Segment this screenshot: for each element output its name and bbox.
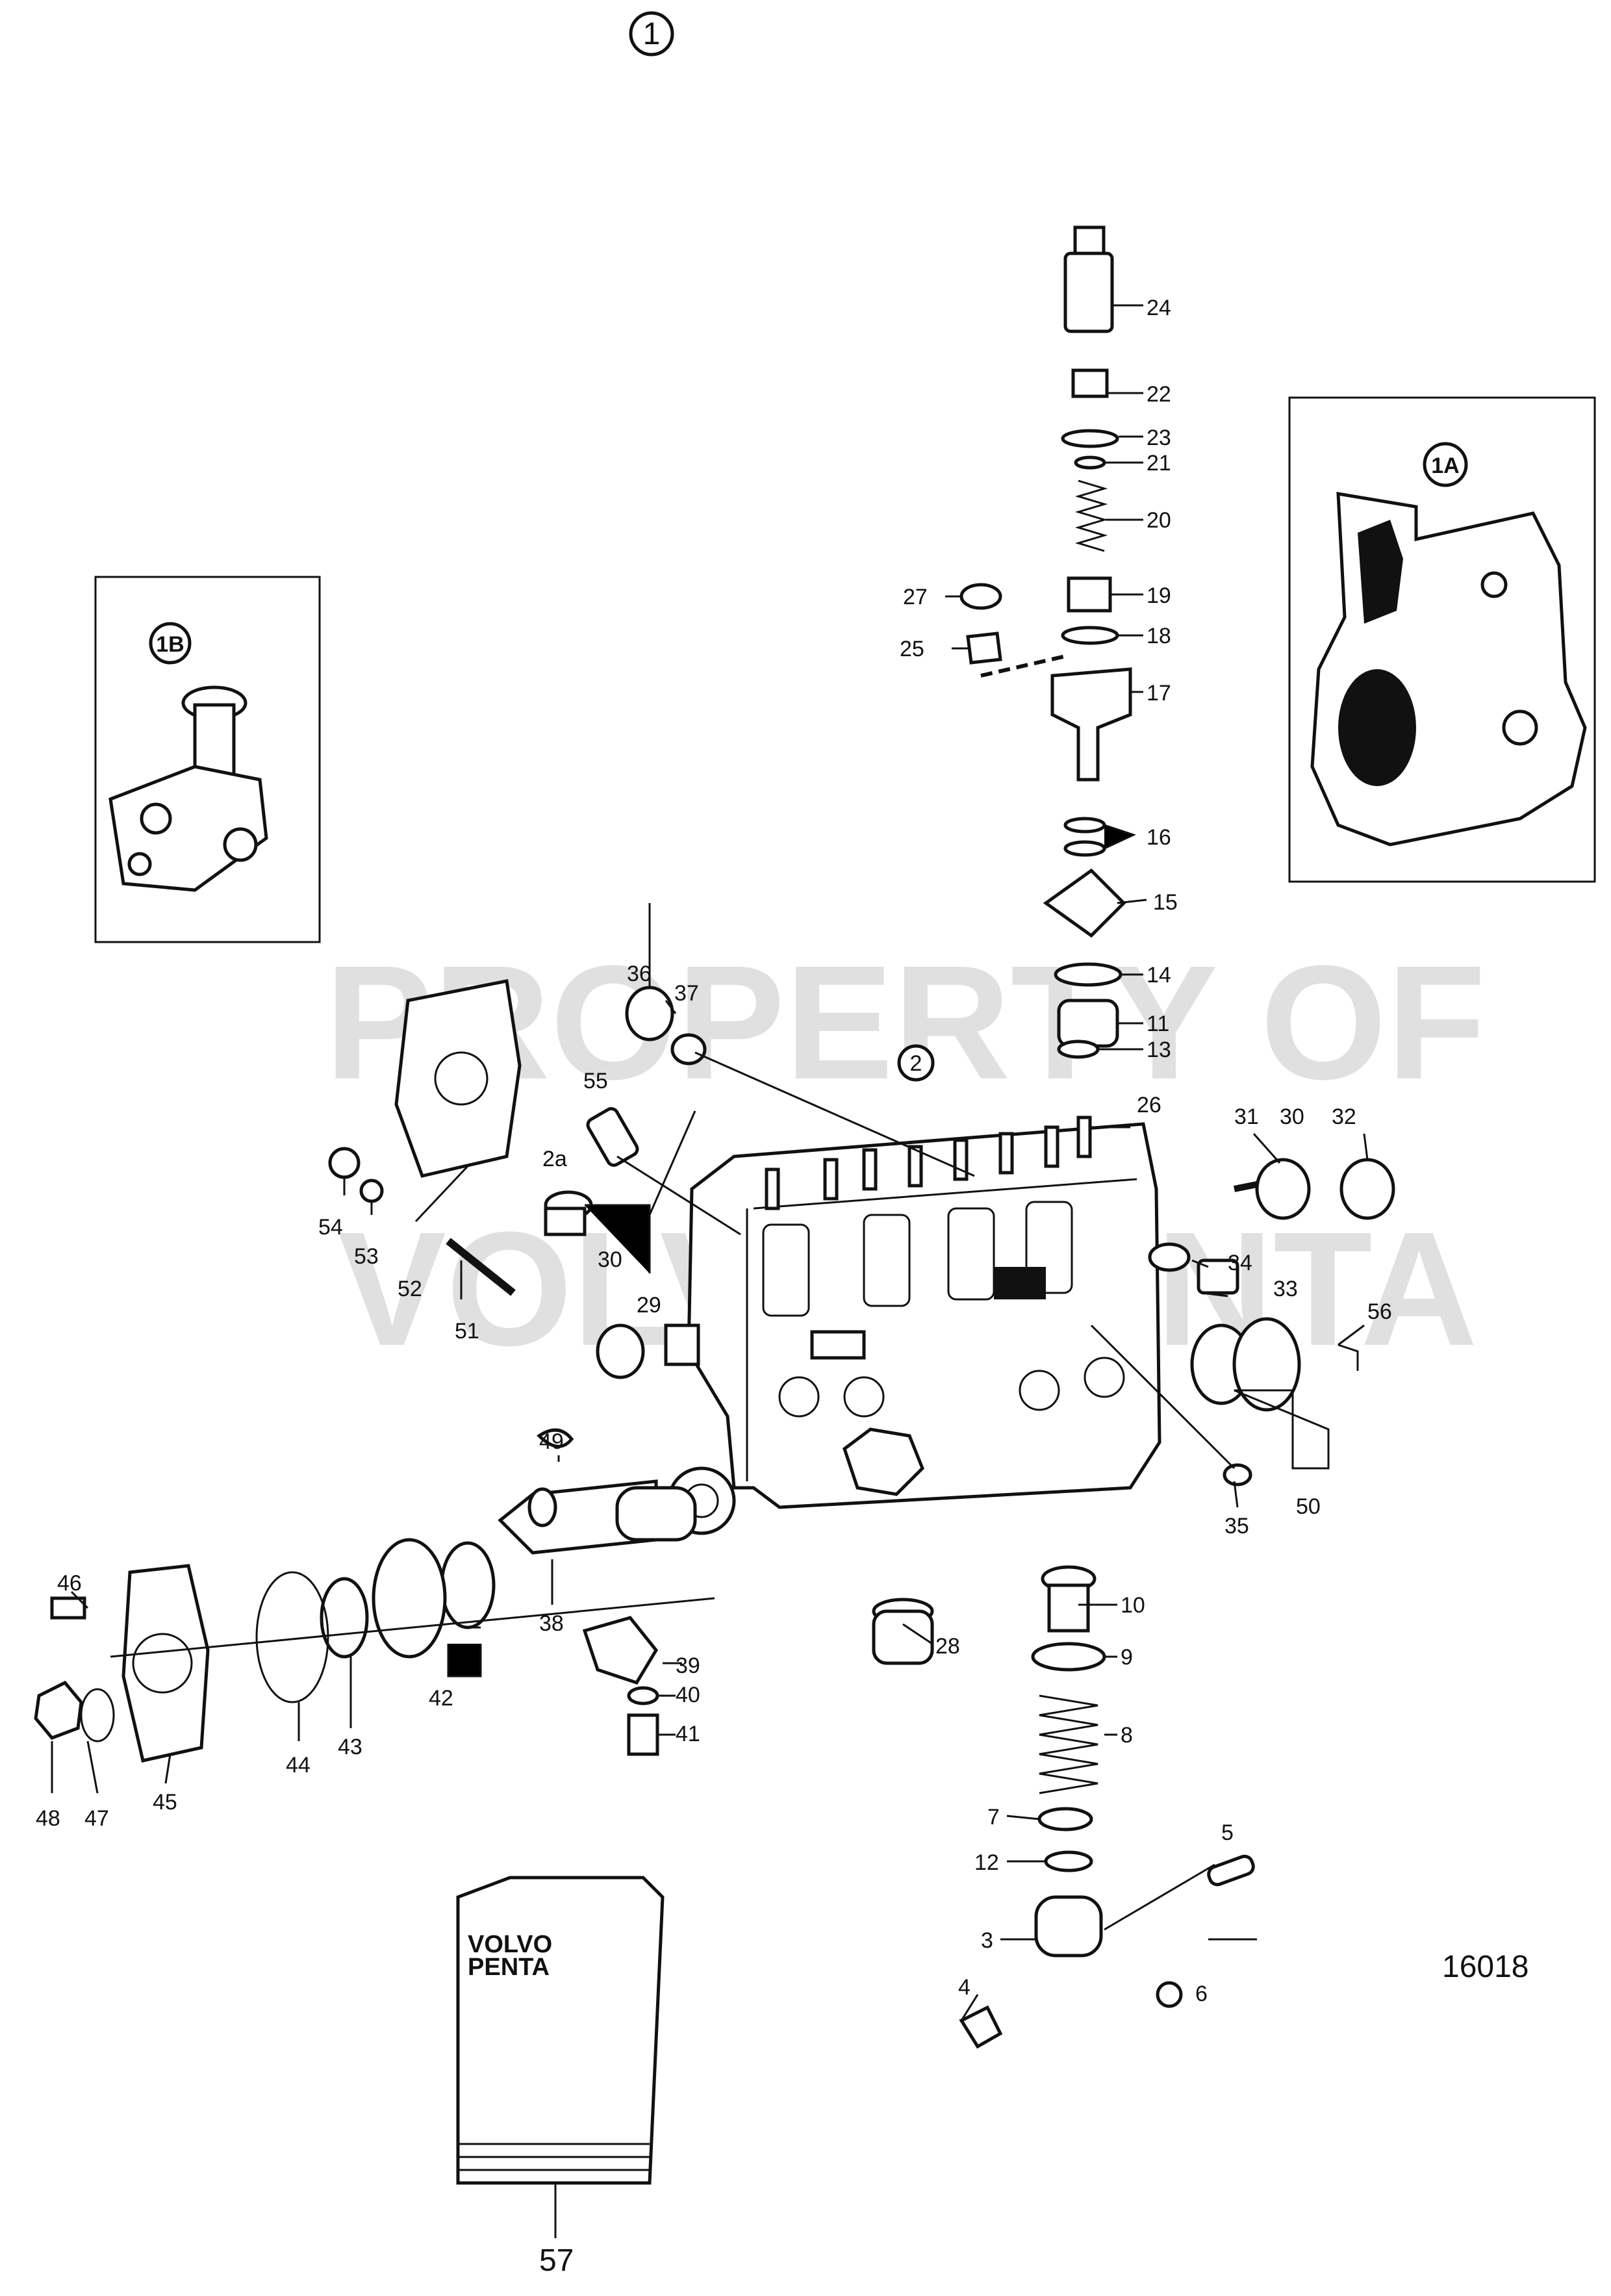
leader-lines	[51, 304, 1369, 2021]
governor-housing-icon	[1310, 492, 1587, 847]
label-3: 3	[981, 1928, 993, 1953]
label-2a: 2a	[542, 1147, 567, 1171]
inset-1a: 1A	[1288, 396, 1596, 883]
label-46: 46	[57, 1571, 82, 1596]
label-5: 5	[1221, 1820, 1234, 1845]
left-side-parts	[328, 903, 707, 1379]
label-41: 41	[676, 1722, 700, 1746]
camshaft-assembly	[34, 1428, 715, 1763]
label-38: 38	[539, 1611, 564, 1636]
locking-plate-25	[959, 583, 1066, 678]
manual-cover-line1: VOLVO	[468, 1931, 552, 1958]
label-13: 13	[1147, 1038, 1171, 1062]
label-51: 51	[455, 1319, 479, 1344]
instruction-book-57: VOLVO PENTA	[456, 1876, 665, 2238]
label-4: 4	[958, 1975, 970, 2000]
label-44: 44	[286, 1753, 311, 1778]
label-43: 43	[338, 1735, 362, 1759]
label-35: 35	[1224, 1514, 1249, 1538]
label-11: 11	[1147, 1012, 1169, 1036]
label-42: 42	[429, 1686, 453, 1711]
label-45: 45	[153, 1790, 177, 1815]
right-side-parts	[1148, 1158, 1395, 1486]
label-31: 31	[1234, 1104, 1259, 1129]
label-36: 36	[627, 962, 652, 986]
manual-cover-line2: PENTA	[468, 1954, 550, 1981]
delivery-valve-assembly	[1043, 225, 1132, 1059]
label-10: 10	[1121, 1593, 1145, 1618]
label-25: 25	[900, 637, 924, 661]
label-24: 24	[1147, 296, 1171, 320]
label-34: 34	[1228, 1251, 1252, 1275]
inset-1b: 1B	[94, 576, 321, 943]
label-49: 49	[539, 1429, 564, 1454]
label-17: 17	[1147, 681, 1171, 706]
inset-1a-label: 1A	[1431, 453, 1459, 478]
label-28: 28	[935, 1634, 960, 1659]
label-39: 39	[676, 1653, 700, 1678]
label-54: 54	[318, 1215, 343, 1240]
label-55: 55	[583, 1069, 608, 1093]
label-16: 16	[1147, 825, 1171, 850]
label-52: 52	[398, 1277, 422, 1301]
label-57: 57	[539, 2243, 574, 2278]
label-19: 19	[1147, 583, 1171, 608]
label-15: 15	[1153, 890, 1178, 915]
roller-tappet-assembly	[872, 1565, 1255, 2049]
label-2: 2	[910, 1051, 922, 1076]
label-26: 26	[1137, 1093, 1161, 1117]
label-21: 21	[1147, 451, 1171, 476]
label-20: 20	[1147, 508, 1171, 533]
group-number: 1	[643, 17, 661, 51]
inset-1b-label: 1B	[156, 632, 184, 657]
label-37: 37	[674, 981, 699, 1006]
label-48: 48	[36, 1806, 60, 1831]
label-6: 6	[1195, 1982, 1208, 2006]
label-18: 18	[1147, 624, 1171, 648]
label-40: 40	[676, 1683, 700, 1707]
label-29: 29	[637, 1293, 661, 1318]
label-12: 12	[974, 1850, 999, 1875]
injection-pump-housing	[667, 1122, 1161, 1535]
label-33: 33	[1273, 1277, 1298, 1301]
label-30-left: 30	[598, 1247, 622, 1272]
label-30-right: 30	[1280, 1104, 1304, 1129]
part-labels: 24 22 23 21 20 19 18 17 16 15 14 11 13 2…	[36, 296, 1392, 2278]
label-27: 27	[903, 585, 928, 609]
group-number-badge: 1	[629, 11, 674, 57]
label-8: 8	[1121, 1723, 1133, 1748]
hand-primer-pump-icon	[108, 685, 268, 892]
label-7: 7	[987, 1805, 1000, 1830]
label-22: 22	[1147, 382, 1171, 407]
figure-number: 16018	[1442, 1950, 1529, 1984]
stud-bolts-26	[765, 1116, 1092, 1210]
label-32: 32	[1332, 1104, 1356, 1129]
label-14: 14	[1147, 963, 1171, 988]
label-53: 53	[354, 1244, 379, 1269]
label-23: 23	[1147, 426, 1171, 450]
label-47: 47	[84, 1806, 109, 1831]
label-56: 56	[1367, 1299, 1392, 1324]
label-9: 9	[1121, 1645, 1133, 1670]
label-50: 50	[1296, 1494, 1321, 1519]
